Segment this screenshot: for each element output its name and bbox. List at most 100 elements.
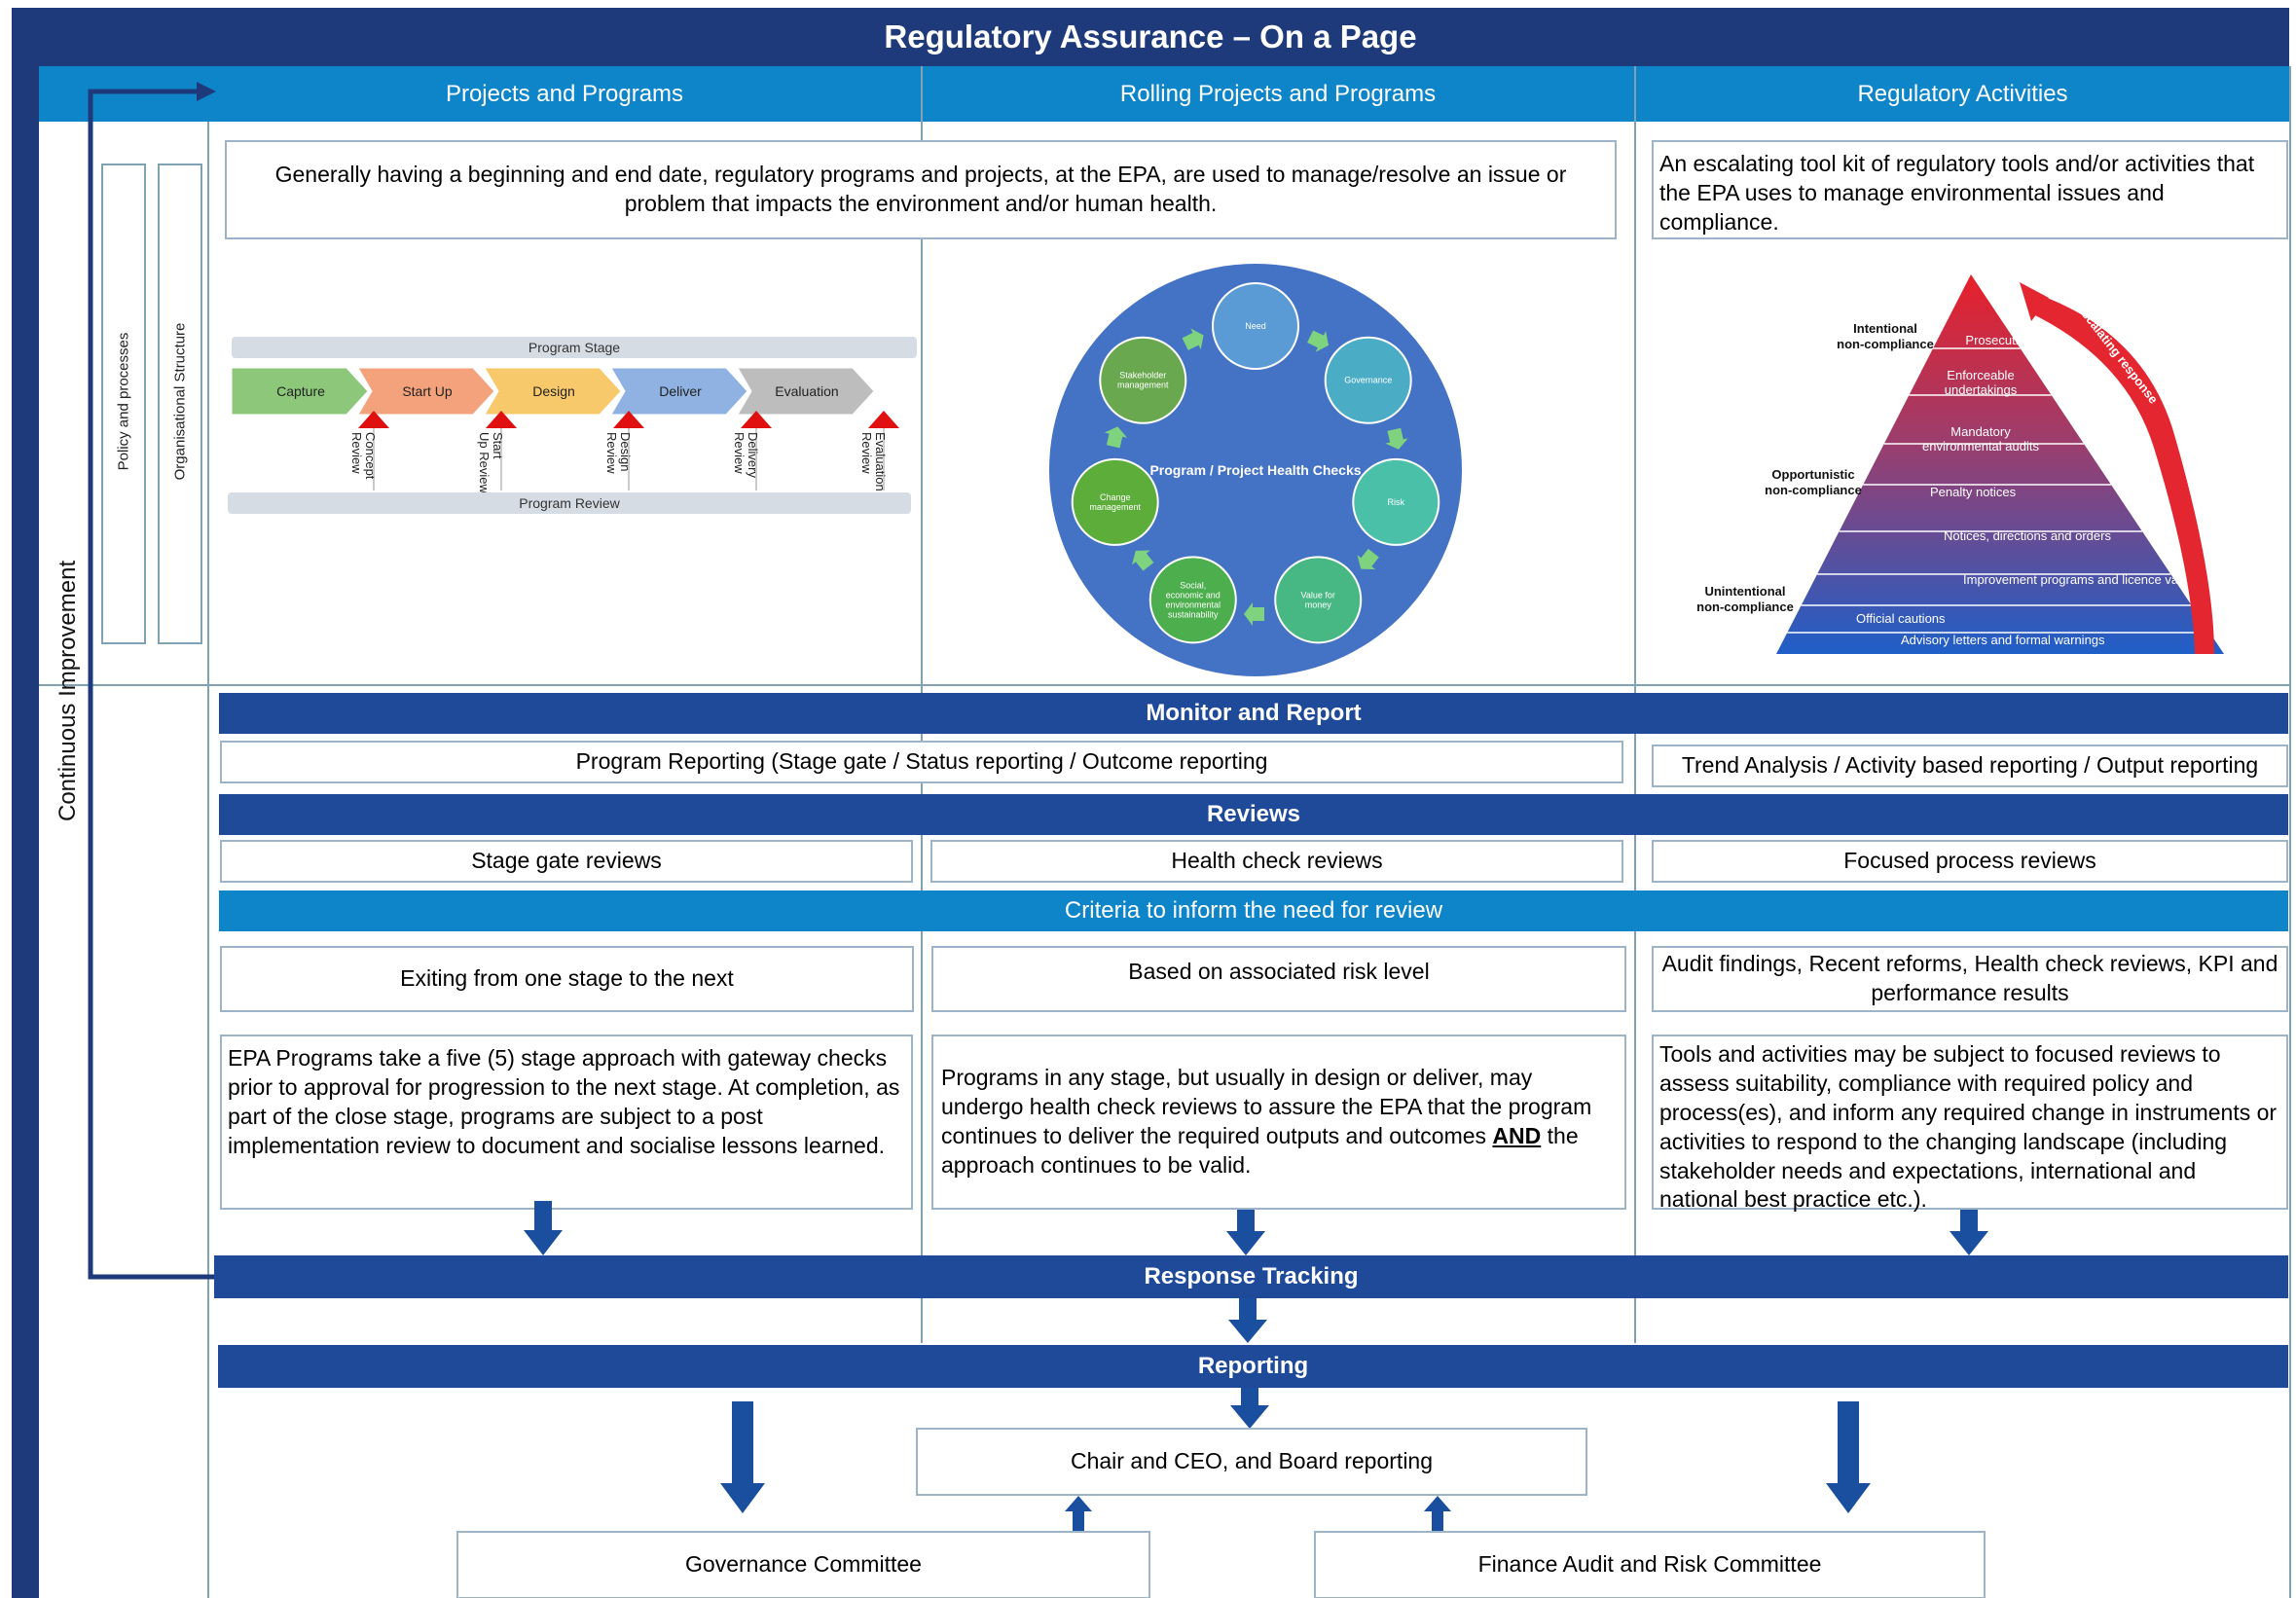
review-label-line: Start (491, 432, 505, 459)
stage-chevron (610, 367, 748, 416)
pyramid-level-label: Advisory letters and formal warnings (1901, 633, 2105, 647)
health-check-node (1352, 457, 1440, 546)
health-check-cycle-arrow (1357, 548, 1379, 570)
pyramid-level-label: Improvement programs and licence variati… (1963, 572, 2220, 587)
health-check-node-label: Social, (1180, 580, 1206, 590)
review-label-line: Design (618, 432, 633, 471)
rolling-detail-pre: Programs in any stage, but usually in de… (941, 1065, 1592, 1148)
stage-label: Design (532, 383, 575, 399)
grid-line (207, 122, 209, 1598)
stage-label: Capture (276, 383, 325, 399)
pyramid-level-label: Enforceable (1947, 368, 2014, 382)
criteria-programs-box: Exiting from one stage to the next (220, 946, 914, 1012)
pyramid-level-label: Mandatory (1950, 424, 2011, 439)
review-label-line: Evaluation (873, 432, 888, 491)
program-review-label: Program Review (228, 492, 911, 514)
down-arrow (1228, 1298, 1267, 1343)
health-check-node-label: Change (1100, 492, 1131, 502)
review-label-line: Delivery (746, 432, 760, 478)
feedback-loop-arrow (88, 82, 216, 1280)
review-label-line: Concept (363, 432, 378, 480)
escalating-arrow-head (2020, 282, 2049, 321)
stage-chevron (737, 367, 875, 416)
programs-description: Generally having a beginning and end dat… (225, 140, 1617, 239)
pyramid-level-label: Official cautions (1856, 611, 1946, 626)
pyramid-side-label: non-compliance (1696, 599, 1794, 614)
health-check-node-label: management (1089, 502, 1141, 512)
monitor-report-band: Monitor and Report (219, 693, 2288, 734)
health-check-node (1071, 457, 1159, 546)
rolling-detail-box: Programs in any stage, but usually in de… (931, 1035, 1626, 1210)
trend-analysis-box: Trend Analysis / Activity based reportin… (1652, 745, 2288, 787)
chair-ceo-board-box: Chair and CEO, and Board reporting (916, 1428, 1587, 1496)
pyramid-level-label: environmental audits (1922, 439, 2039, 454)
health-check-node-label: money (1305, 599, 1332, 609)
pyramid-level-label: undertakings (1945, 382, 2018, 397)
health-check-cycle-arrow (1244, 602, 1264, 626)
health-check-node (1212, 282, 1299, 370)
rolling-detail-post: the approach continues to be valid. (941, 1123, 1579, 1178)
health-check-node-label: Governance (1344, 376, 1392, 385)
reporting-band: Reporting (218, 1345, 2288, 1388)
health-check-node-label: environmental (1166, 599, 1221, 609)
health-check-node-label: management (1117, 381, 1169, 390)
stage-chevron (357, 367, 495, 416)
health-check-node-label: Risk (1388, 497, 1405, 507)
left-strip (12, 66, 39, 1598)
pyramid-side-label: non-compliance (1837, 337, 1934, 351)
health-check-node-label: sustainability (1168, 609, 1219, 619)
health-check-node (1099, 336, 1187, 424)
column-header-rolling: Rolling Projects and Programs (1119, 80, 1437, 107)
up-arrow (1424, 1496, 1451, 1531)
pyramid-side-label: Opportunistic (1771, 467, 1854, 482)
finance-audit-risk-committee-box: Finance Audit and Risk Committee (1314, 1531, 1986, 1598)
pyramid-side-label: non-compliance (1765, 483, 1862, 497)
health-check-node-label: Need (1245, 321, 1266, 331)
health-check-cycle-arrow (1132, 550, 1154, 571)
regulatory-description: An escalating tool kit of regulatory too… (1652, 140, 2288, 239)
pyramid-side-label: Intentional (1853, 321, 1917, 336)
health-check-node-label: Stakeholder (1119, 371, 1166, 381)
health-check-cycle-arrow (1307, 330, 1330, 352)
programs-detail-box: EPA Programs take a five (5) stage appro… (220, 1035, 913, 1210)
pyramid-level-label: Notices, directions and orders (1944, 528, 2111, 543)
review-label-line: Review (859, 432, 874, 474)
criteria-band: Criteria to inform the need for review (219, 890, 2288, 931)
column-header-regulatory: Regulatory Activities (1857, 80, 2068, 107)
review-gate-marker (741, 411, 772, 428)
reviews-band: Reviews (219, 794, 2288, 835)
stage-label: Evaluation (775, 383, 838, 399)
pyramid-shape (1776, 274, 2224, 654)
stage-label: Start Up (402, 383, 453, 399)
down-arrow (1230, 1388, 1269, 1429)
health-check-center-label: Program / Project Health Checks (1149, 462, 1361, 478)
escalating-arrow (2031, 292, 2214, 654)
program-stage-label: Program Stage (232, 337, 917, 358)
health-check-node (1148, 556, 1237, 644)
down-arrow (524, 1201, 563, 1255)
health-check-cycle-arrow (1385, 427, 1408, 450)
rolling-detail-text: Programs in any stage, but usually in de… (941, 1064, 1617, 1180)
grid-line (39, 684, 2289, 686)
program-reporting-box: Program Reporting (Stage gate / Status r… (220, 741, 1623, 783)
review-gate-marker (613, 411, 644, 428)
rolling-detail-and: AND (1492, 1123, 1542, 1148)
health-check-node (1274, 556, 1363, 644)
review-label-line: Review (732, 432, 747, 474)
stage-gate-reviews-box: Stage gate reviews (220, 840, 913, 883)
review-gate-marker (358, 411, 389, 428)
health-check-node-label: Value for (1301, 590, 1335, 599)
down-arrow (1226, 1210, 1265, 1255)
down-arrow (1950, 1210, 1988, 1255)
review-label-line: Review (604, 432, 619, 474)
grid-line (2289, 66, 2291, 1598)
review-gate-marker (868, 411, 899, 428)
health-check-cycle-arrow (1104, 426, 1128, 449)
down-arrow (1826, 1401, 1871, 1513)
pyramid-level-label: Prosecutions (1965, 333, 2039, 347)
